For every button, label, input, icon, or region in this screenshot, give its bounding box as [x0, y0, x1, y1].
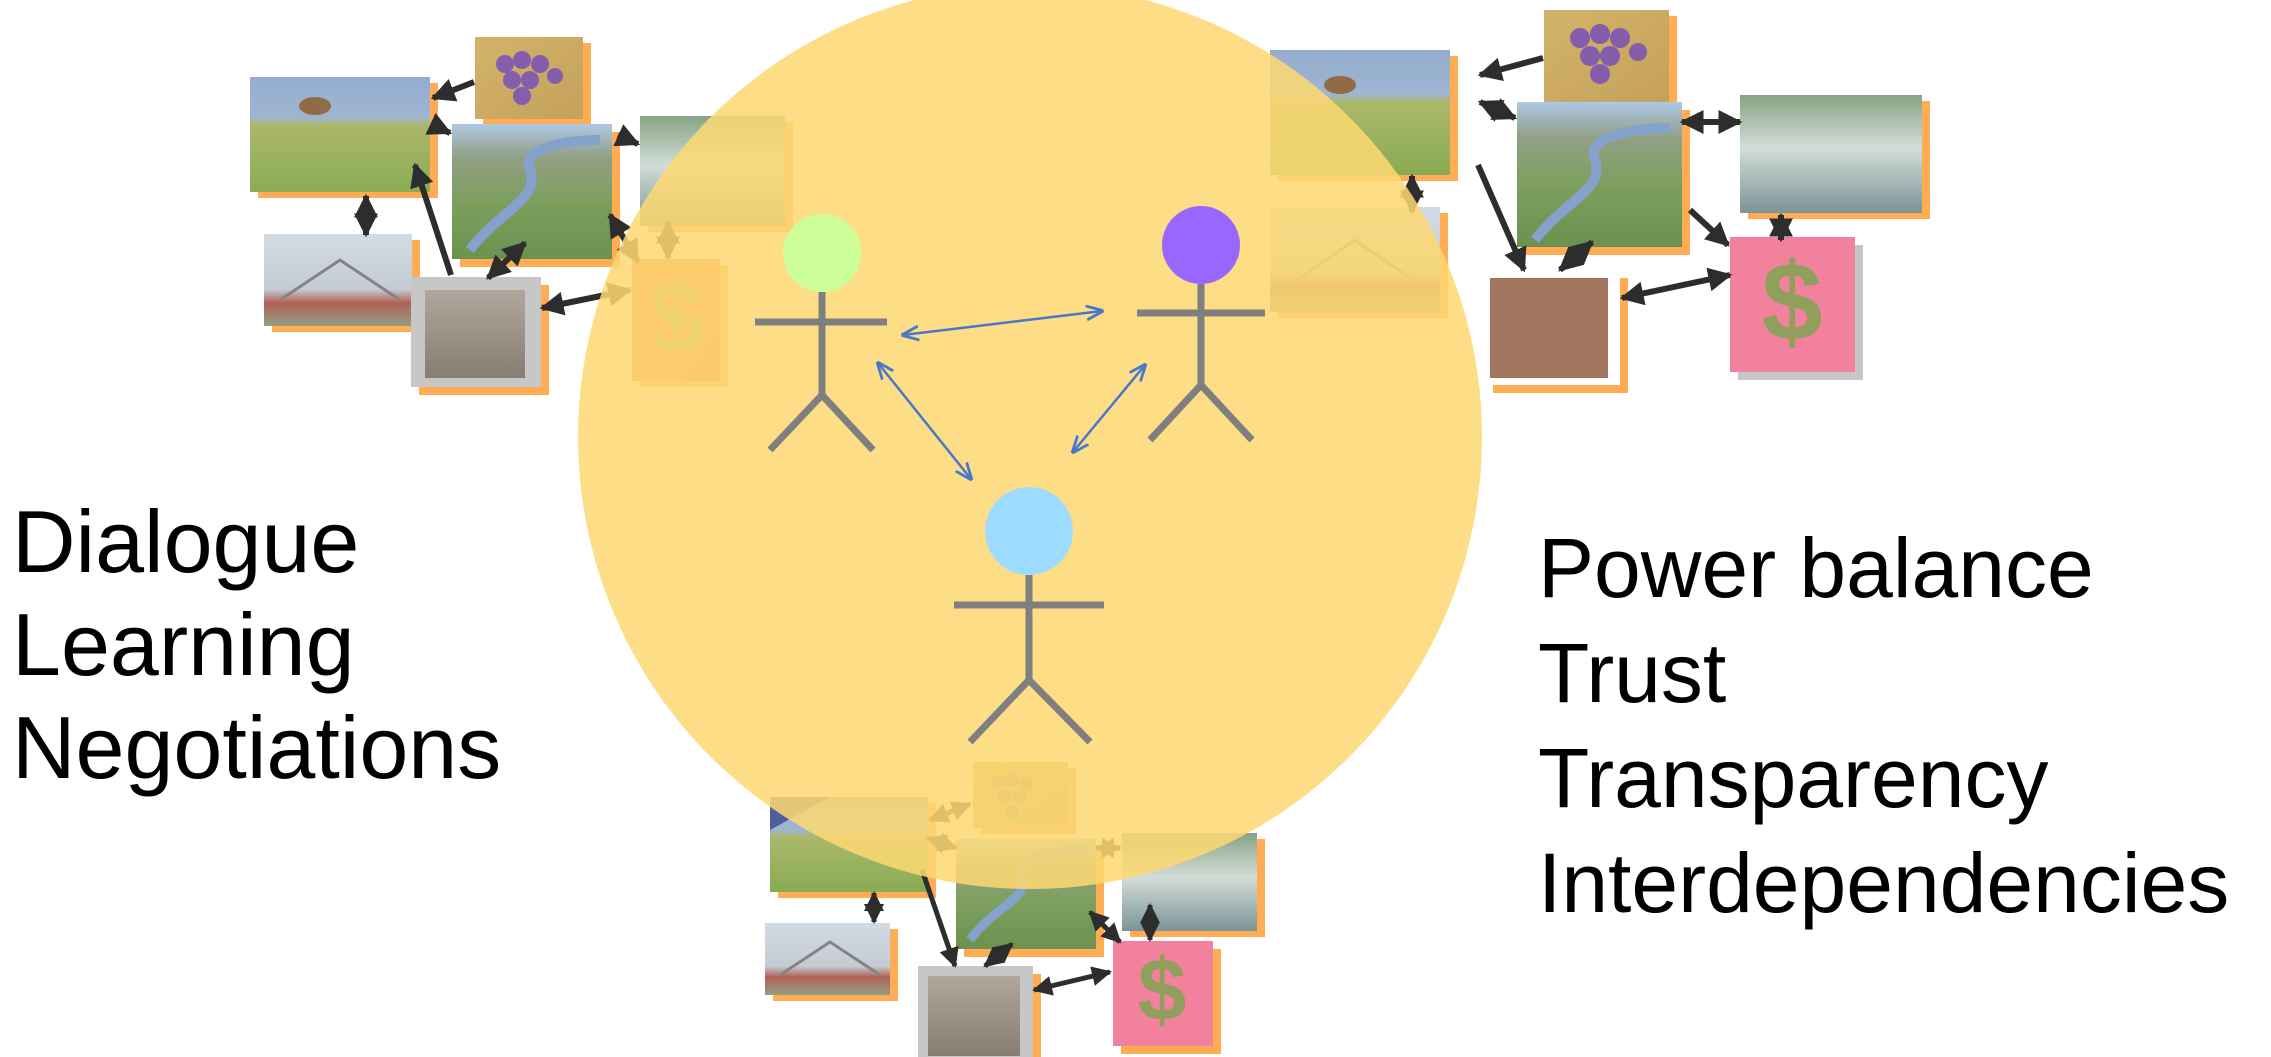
actor-links: [878, 311, 1145, 479]
term-interdependencies: Interdependencies: [1538, 836, 2230, 930]
grapes-tile: [475, 37, 591, 125]
svg-text:$: $: [1761, 241, 1822, 364]
arrow-right-bottom-actor: [1073, 365, 1145, 452]
term-power-balance: Power balance: [1538, 521, 2094, 615]
cluster-top-right: $: [1270, 10, 1930, 393]
river-valley-tile: [1517, 102, 1690, 255]
arrow-left-right-actor: [903, 311, 1102, 335]
cluster-top-right-links: [1400, 55, 1793, 306]
shared-space-circle: [578, 0, 1482, 889]
people-crowd-tile: [1485, 270, 1628, 393]
waterfall-tile: [1740, 95, 1930, 219]
people-crowd-tile: [918, 966, 1041, 1057]
head-left-icon: [783, 214, 861, 292]
dollar-sign-tile: $: [1113, 940, 1221, 1054]
term-transparency: Transparency: [1538, 731, 2049, 825]
people-crowd-tile: [411, 277, 549, 395]
bridge-tile: [765, 923, 898, 1001]
head-right-icon: [1162, 206, 1240, 284]
bridge-tile: [264, 234, 420, 332]
stick-figure-right: [1137, 206, 1265, 443]
stick-figure-left: [755, 214, 887, 453]
arrow-left-bottom-actor: [878, 363, 971, 479]
head-bottom-icon: [985, 487, 1073, 575]
grapes-tile: [1544, 10, 1677, 108]
svg-text:$: $: [1138, 940, 1187, 1039]
river-valley-tile: [452, 124, 620, 267]
term-negotiations: Negotiations: [12, 698, 502, 797]
term-dialogue: Dialogue: [12, 492, 360, 591]
dollar-sign-tile: $: [1730, 237, 1863, 380]
term-learning: Learning: [12, 595, 355, 694]
landscape-tile: [250, 77, 438, 198]
stick-figure-bottom: [954, 487, 1104, 745]
term-trust: Trust: [1538, 626, 1727, 720]
